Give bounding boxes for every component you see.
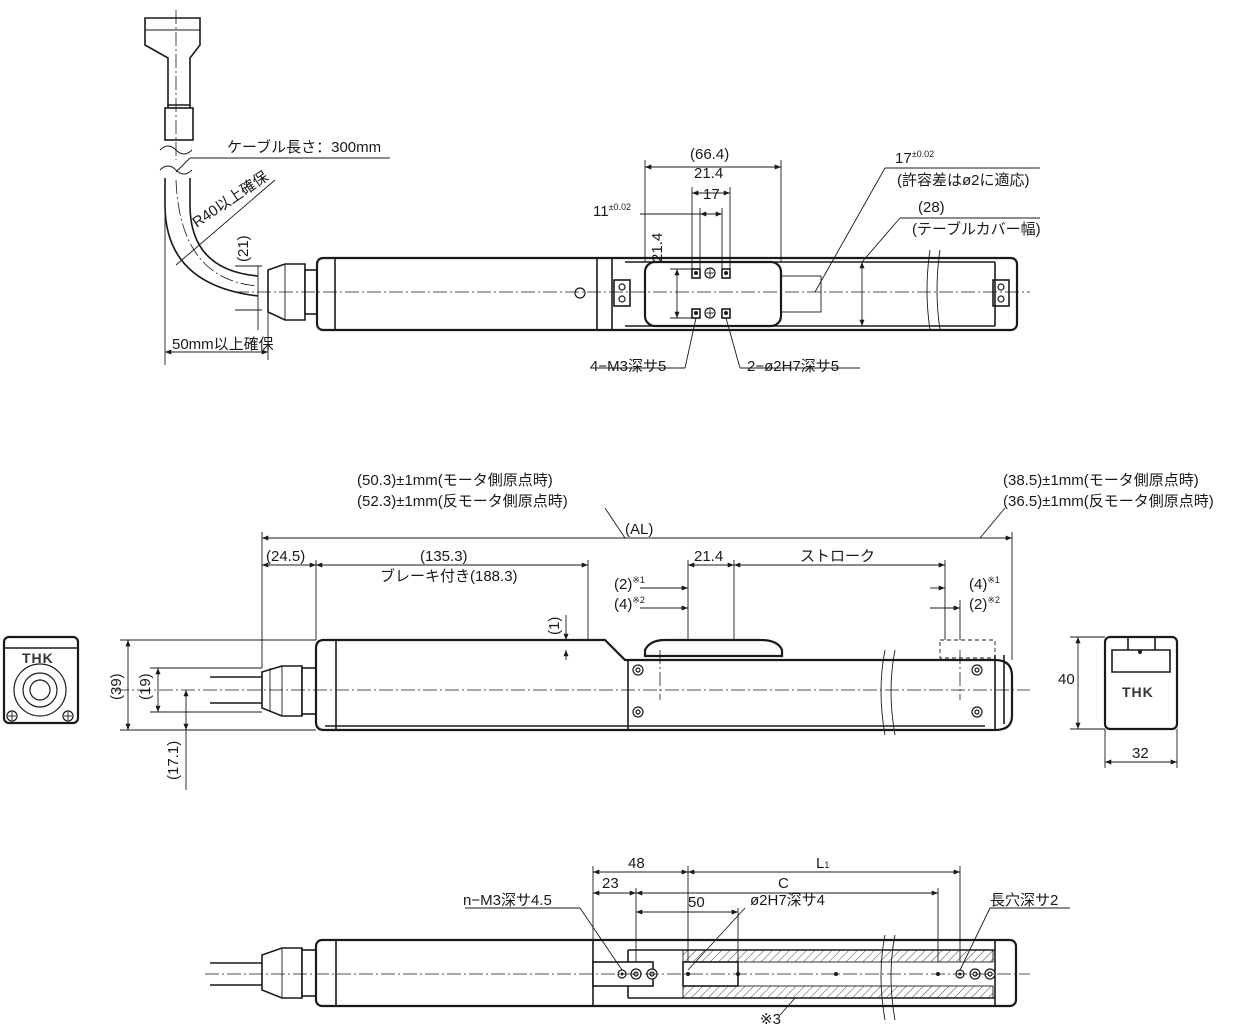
brake-label: ブレーキ付き(188.3): [380, 568, 518, 585]
hatched-area: [682, 949, 994, 963]
dim-17-right: 17±0.02: [895, 149, 935, 167]
dim-39: (39): [108, 673, 125, 700]
dim-11-value: 11: [593, 203, 609, 220]
slot-note: 長穴深サ2: [990, 892, 1059, 909]
dim-l1: L1: [816, 856, 829, 871]
dim-21-4: 21.4: [694, 165, 724, 182]
thk-logo-left: THK: [22, 650, 54, 666]
dim-4-note-1: (4)※1: [969, 575, 1000, 593]
dim-19: (19): [137, 673, 154, 700]
dim-21-4-side: 21.4: [694, 548, 724, 565]
dim-66-4: (66.4): [690, 146, 730, 163]
motor-origin-left: (50.3)±1mm(モータ側原点時): [357, 472, 553, 489]
dim-17-right-value: 17: [895, 150, 912, 167]
pin-note-bottom: ø2H7深サ4: [750, 892, 826, 909]
slide-table-side: [643, 638, 784, 658]
dim-17-1: (17.1): [165, 740, 182, 780]
dim-l1-subscript: 1: [824, 860, 830, 870]
actuator-body-side: [314, 638, 1014, 732]
tap-note-top: 4−M3深サ5: [590, 358, 667, 375]
dim-4b-value: (4): [969, 576, 988, 593]
motor-origin-right: (38.5)±1mm(モータ側原点時): [1003, 472, 1199, 489]
dim-2-note-1: (2)※1: [614, 575, 645, 593]
dim-4a-value: (4): [614, 596, 633, 613]
dim-l1-value: L: [816, 855, 825, 872]
dim-48: 48: [628, 855, 645, 872]
dim-11: 11±0.02: [593, 202, 632, 220]
bottom-view: [205, 866, 1070, 1021]
note-1b: ※1: [987, 575, 1000, 585]
dim-c: C: [778, 875, 789, 892]
dim-21-left: (21): [235, 235, 252, 262]
cable-connector: [144, 17, 201, 106]
end-view-right: [1103, 635, 1179, 731]
clearance-label: 50mm以上確保: [172, 336, 274, 353]
dim-32: 32: [1132, 745, 1149, 762]
dim-50: 50: [688, 894, 705, 911]
dim-40: 40: [1058, 671, 1075, 688]
dim-17-right-tolerance: ±0.02: [911, 149, 935, 159]
dim-1: (1): [546, 616, 563, 635]
dim-11-tolerance: ±0.02: [608, 202, 632, 212]
tap-note-bottom: n−M3深サ4.5: [463, 892, 552, 909]
dim-2a-value: (2): [614, 576, 633, 593]
dim-23: 23: [602, 875, 619, 892]
stroke-label: ストローク: [800, 548, 876, 565]
dim-2b-value: (2): [969, 596, 988, 613]
dim-4-note-2: (4)※2: [614, 595, 645, 613]
pin-note-top: 2−ø2H7深サ5: [747, 358, 840, 375]
thk-logo-right: THK: [1122, 684, 1154, 700]
top-view: [144, 10, 1040, 369]
note-2a: ※2: [632, 595, 645, 605]
cable-length-label: ケーブル長さ：300mm: [227, 139, 382, 156]
table-cover-note: (テーブルカバー幅): [912, 221, 1041, 238]
note-3: ※3: [760, 1011, 781, 1028]
dim-24-5: (24.5): [266, 548, 306, 565]
anti-motor-origin-right: (36.5)±1mm(反モータ側原点時): [1003, 493, 1214, 510]
dim-135-3: (135.3): [420, 548, 468, 565]
note-1a: ※1: [632, 575, 645, 585]
dim-28: (28): [918, 199, 945, 216]
dim-17: 17: [703, 186, 720, 203]
side-view: [2, 507, 1179, 790]
anti-motor-origin-left: (52.3)±1mm(反モータ側原点時): [357, 493, 568, 510]
dim-al: (AL): [625, 521, 654, 538]
dim-21-4-vertical: 21.4: [649, 232, 666, 262]
note-2b: ※2: [987, 595, 1000, 605]
tolerance-note: (許容差はø2に適応): [897, 172, 1030, 189]
dim-2-note-2: (2)※2: [969, 595, 1000, 613]
